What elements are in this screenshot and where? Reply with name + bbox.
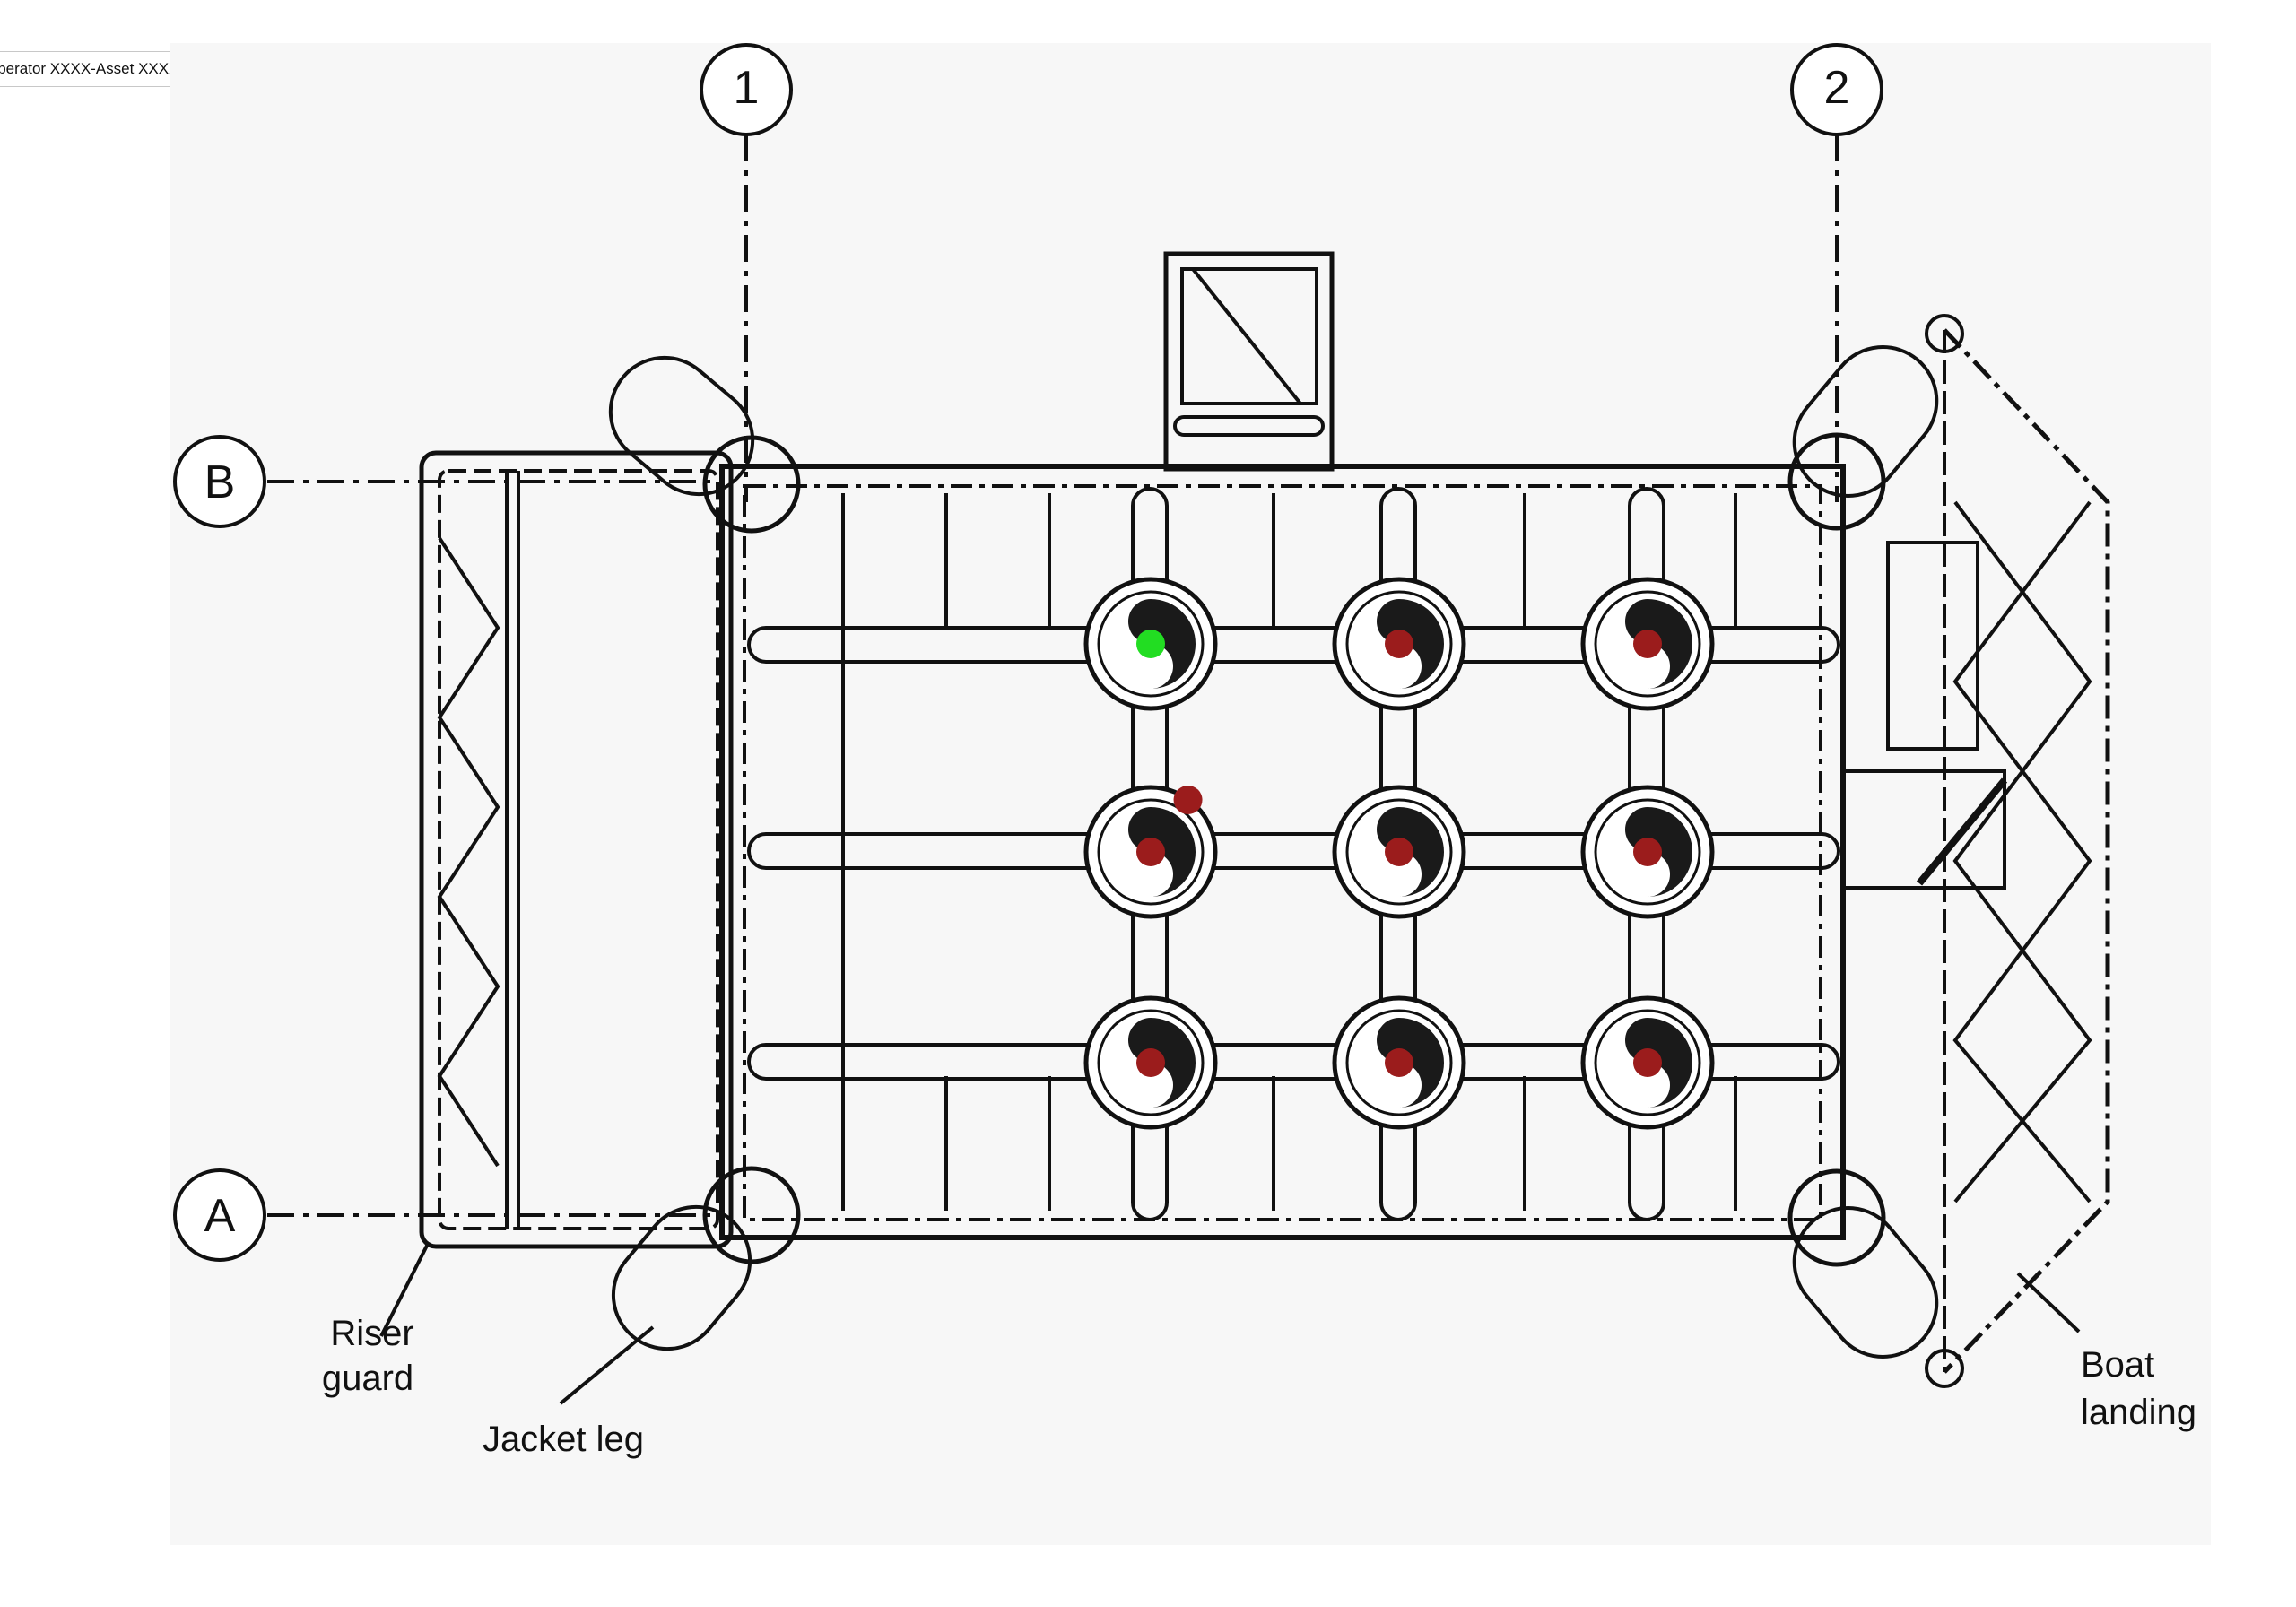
jacket-leg-a2 [1787, 1168, 1939, 1359]
structure-lines [267, 135, 2110, 1405]
slot-marker[interactable] [1385, 1048, 1413, 1077]
jacket-leg-label: Jacket leg [483, 1420, 644, 1459]
slot-marker[interactable] [1633, 1048, 1662, 1077]
slot-marker[interactable] [1173, 786, 1203, 814]
jacket-leg-b2 [1787, 345, 1939, 531]
grid-bubbles [173, 43, 1883, 1262]
slot-marker[interactable] [1633, 630, 1662, 658]
jacket-leg-b1 [608, 355, 801, 534]
grid-label-col-2: 2 [1824, 62, 1850, 114]
riser-guard-label-line1: Riser [330, 1314, 413, 1353]
riser-guard-label-line2: guard [322, 1359, 413, 1398]
boat-landing-label-line1: Boat [2081, 1345, 2154, 1385]
slot-markers [1136, 630, 1662, 1077]
boat-landing-label-line2: landing [2081, 1393, 2196, 1432]
slot-marker[interactable] [1633, 838, 1662, 866]
grid-label-col-1: 1 [734, 62, 760, 114]
platform-drawing: 1 2 B A Riser guard Jacket leg Boat land… [170, 43, 2211, 1545]
grid-label-row-b: B [204, 456, 236, 508]
slot-marker-selected[interactable] [1136, 630, 1165, 658]
grid-label-row-a: A [204, 1190, 236, 1242]
slot-marker[interactable] [1136, 1048, 1165, 1077]
slot-marker[interactable] [1385, 630, 1413, 658]
slot-marker[interactable] [1136, 838, 1165, 866]
slot-marker[interactable] [1385, 838, 1413, 866]
conductor-slot [1332, 577, 1466, 711]
jacket-leg-a1 [611, 1166, 801, 1351]
conductor-slot [1332, 995, 1466, 1130]
asset-selector-value: Operator XXXX-Asset XXXX [0, 60, 179, 77]
